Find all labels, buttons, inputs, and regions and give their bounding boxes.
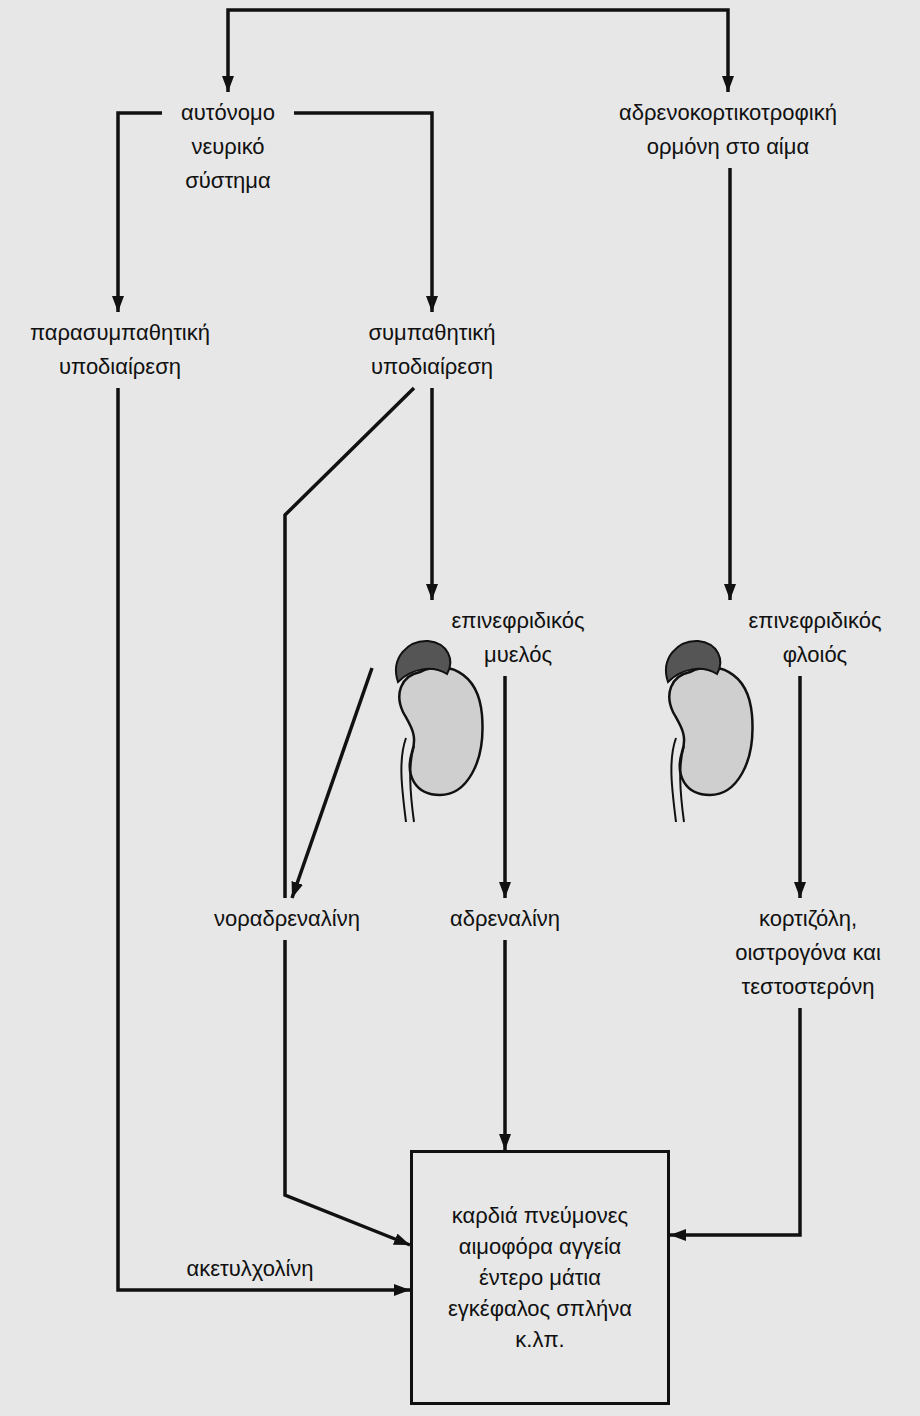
label-node: αδρεναλίνη xyxy=(444,898,567,940)
node-text: καρδιά πνεύμονες αιμοφόρα αγγεία έντερο … xyxy=(445,1200,635,1355)
connector-arrow xyxy=(285,388,414,898)
adrenal-gland xyxy=(396,641,450,682)
label-node: επινεφριδικός μυελός xyxy=(372,600,609,676)
connector-arrow xyxy=(118,113,162,312)
node-text: αδρεναλίνη xyxy=(450,902,560,936)
connector-arrow xyxy=(228,10,728,92)
connector-arrow xyxy=(728,168,732,600)
connector-arrow xyxy=(285,940,410,1245)
node-text: αδρενοκορτικοτροφική ορμόνη στο αίμα xyxy=(598,96,858,164)
label-node: επινεφριδικός φλοιός xyxy=(654,600,906,676)
connector-arrow xyxy=(670,1008,800,1235)
kidney-figure xyxy=(666,641,752,822)
label-node: παρασυμπαθητική υποδιαίρεση xyxy=(0,312,241,388)
connector-arrow xyxy=(292,668,372,898)
connector-arrow xyxy=(430,388,434,600)
node-text: κορτιζόλη, οιστρογόνα και τεστοστερόνη xyxy=(708,902,908,1004)
ureter xyxy=(410,746,414,822)
edge-label: ακετυλχολίνη xyxy=(183,1252,316,1286)
ureter xyxy=(680,746,684,822)
connector-arrow xyxy=(118,388,410,1290)
label-node: νοραδρεναλίνη xyxy=(208,898,366,940)
connector-arrow xyxy=(294,113,432,312)
connector-arrow xyxy=(503,676,507,898)
node-text: νοραδρεναλίνη xyxy=(214,902,360,936)
label-node: συμπαθητική υποδιαίρεση xyxy=(341,312,523,388)
label-node: κορτιζόλη, οιστρογόνα και τεστοστερόνη xyxy=(702,898,914,1008)
label-node: αυτόνομο νευρικό σύστημα xyxy=(162,92,294,202)
node-text: επινεφριδικός μυελός xyxy=(433,604,603,672)
adrenal-gland xyxy=(666,641,720,682)
node-text: επινεφριδικός φλοιός xyxy=(730,604,900,672)
connector-arrow xyxy=(798,676,802,898)
target-organs-box: καρδιά πνεύμονες αιμοφόρα αγγεία έντερο … xyxy=(410,1150,670,1405)
node-text: παρασυμπαθητική υποδιαίρεση xyxy=(5,316,235,384)
node-text: αυτόνομο νευρικό σύστημα xyxy=(168,96,288,198)
connector-arrow xyxy=(503,940,507,1150)
kidney-figure xyxy=(396,641,482,822)
kidney-body xyxy=(399,667,482,795)
ureter xyxy=(671,738,676,822)
node-text: συμπαθητική υποδιαίρεση xyxy=(347,316,517,384)
ureter xyxy=(401,738,406,822)
label-node: αδρενοκορτικοτροφική ορμόνη στο αίμα xyxy=(592,92,864,168)
kidney-body xyxy=(669,667,752,795)
